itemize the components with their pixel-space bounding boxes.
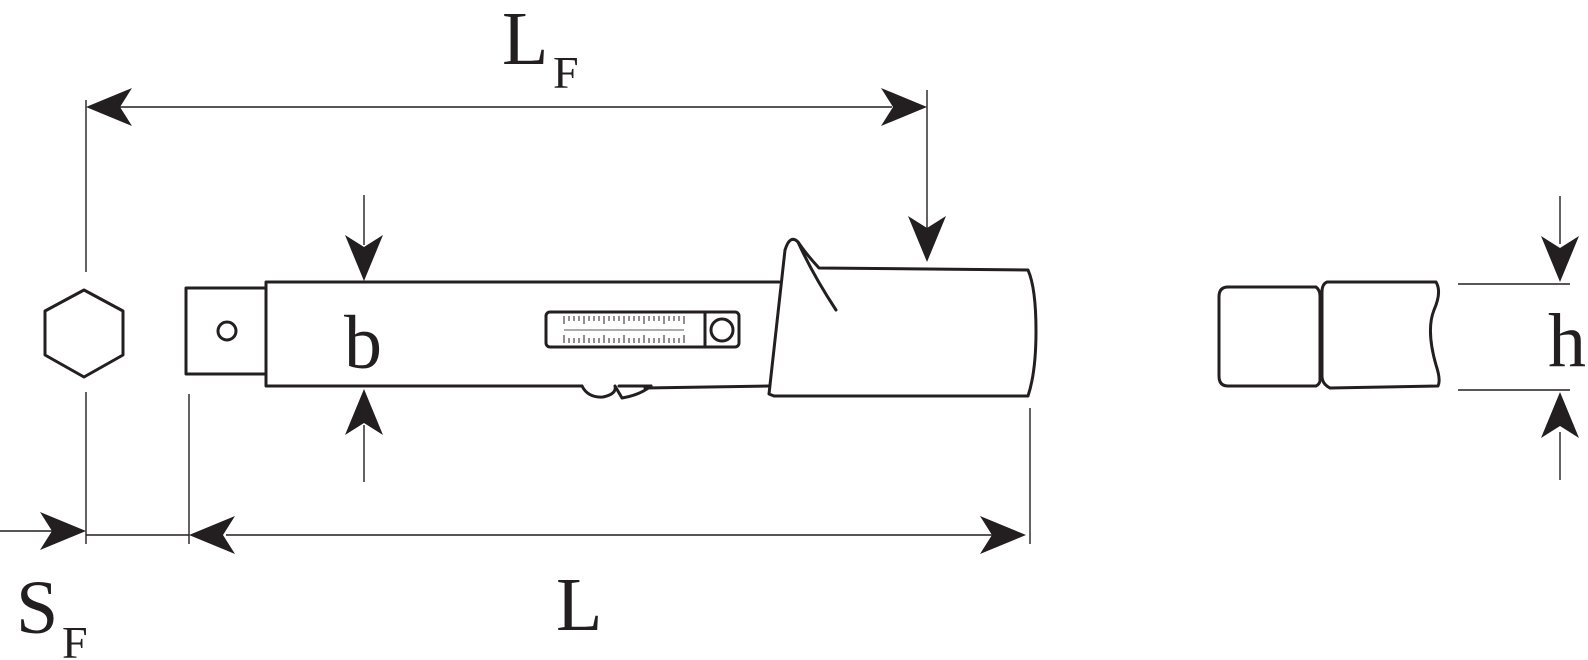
profile-drive-block bbox=[1217, 285, 1322, 388]
lf-label-subscript: F bbox=[553, 47, 579, 98]
sf-label: S bbox=[16, 566, 58, 650]
wrench-handle bbox=[767, 237, 1038, 398]
wrench-tube-body bbox=[264, 280, 781, 390]
drive-pin-hole bbox=[216, 320, 238, 342]
hex-drive-end-view bbox=[43, 288, 125, 379]
h-label: h bbox=[1548, 299, 1586, 383]
release-lever bbox=[580, 384, 653, 400]
lf-down-arrow bbox=[908, 216, 946, 262]
b-label: b bbox=[344, 301, 382, 385]
scale-ticks bbox=[563, 316, 685, 343]
scale-window bbox=[544, 310, 741, 349]
dimension-arrowheads bbox=[40, 88, 1579, 554]
lf-left-arrow bbox=[86, 88, 132, 126]
h-up-arrow bbox=[1541, 392, 1579, 438]
handle-grip-edge bbox=[796, 240, 838, 312]
sf-right-arrow bbox=[40, 512, 86, 550]
l-left-arrow bbox=[189, 516, 235, 554]
profile-tube bbox=[1320, 280, 1441, 390]
square-drive-head bbox=[184, 286, 268, 376]
lf-right-arrow bbox=[881, 88, 927, 126]
l-label: L bbox=[556, 563, 602, 647]
lf-label: L bbox=[502, 0, 548, 81]
l-right-arrow bbox=[980, 516, 1026, 554]
sf-label-subscript: F bbox=[62, 617, 88, 660]
b-up-arrow bbox=[345, 389, 383, 435]
b-down-arrow bbox=[345, 235, 383, 281]
dimension-lines bbox=[0, 90, 1570, 544]
h-down-arrow bbox=[1541, 236, 1579, 282]
